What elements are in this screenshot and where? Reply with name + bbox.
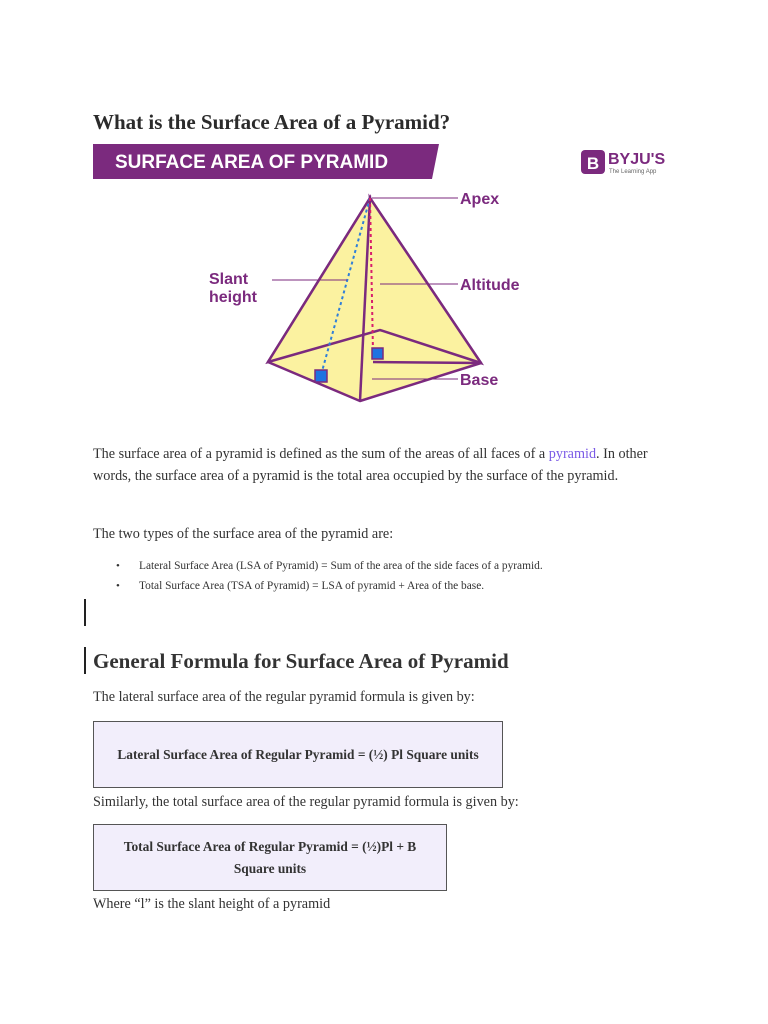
pyramid-base-edges	[267, 328, 482, 365]
label-apex: Apex	[460, 191, 499, 208]
pyramid-front-face	[266, 196, 483, 403]
base-radius-line	[372, 360, 482, 365]
lsa-formula-box: Lateral Surface Area of Regular Pyramid …	[93, 721, 503, 788]
logo-tagline: The Learning App	[609, 169, 657, 175]
label-base: Base	[460, 372, 498, 389]
tsa-formula: Total Surface Area of Regular Pyramid = …	[123, 838, 417, 876]
pyramid-link[interactable]: pyramid	[548, 446, 597, 462]
right-angle-marker-center	[371, 347, 384, 360]
slant-height-line	[320, 197, 371, 376]
right-angle-marker-slant	[314, 369, 328, 383]
intro-text-1: The surface area of a pyramid is defined…	[93, 446, 549, 462]
front-edge	[358, 197, 372, 402]
types-intro: The two types of the surface area of the…	[93, 526, 394, 542]
label-slant: Slant	[209, 271, 249, 288]
list-item: Total Surface Area (TSA of Pyramid) = LS…	[93, 576, 543, 596]
logo-name: BYJU'S	[608, 151, 665, 168]
page-title: What is the Surface Area of a Pyramid?	[93, 110, 451, 134]
intro-paragraph: The surface area of a pyramid is defined…	[93, 443, 673, 487]
text-cursor	[84, 647, 86, 674]
banner: SURFACE AREA OF PYRAMID	[93, 144, 439, 179]
label-height: height	[209, 289, 258, 306]
tsa-formula-box: Total Surface Area of Regular Pyramid = …	[93, 824, 447, 891]
where-note: Where “l” is the slant height of a pyram…	[93, 896, 331, 912]
pyramid-diagram: Apex Slant height Altitude Base	[209, 191, 520, 403]
surface-area-types-list: Lateral Surface Area (LSA of Pyramid) = …	[93, 556, 543, 596]
text-cursor	[84, 599, 86, 626]
tsa-intro: Similarly, the total surface area of the…	[93, 794, 519, 810]
altitude-line	[369, 197, 374, 353]
lsa-intro: The lateral surface area of the regular …	[93, 689, 475, 705]
byjus-logo: B BYJU'S The Learning App	[581, 150, 665, 175]
label-altitude: Altitude	[460, 277, 520, 294]
list-item: Lateral Surface Area (LSA of Pyramid) = …	[93, 556, 543, 576]
banner-title: SURFACE AREA OF PYRAMID	[115, 152, 388, 173]
logo-mark: B	[587, 154, 599, 173]
lsa-formula: Lateral Surface Area of Regular Pyramid …	[117, 746, 479, 762]
section-heading: General Formula for Surface Area of Pyra…	[93, 649, 509, 673]
intro-text-2: . In other words, the surface area of a …	[93, 446, 648, 484]
